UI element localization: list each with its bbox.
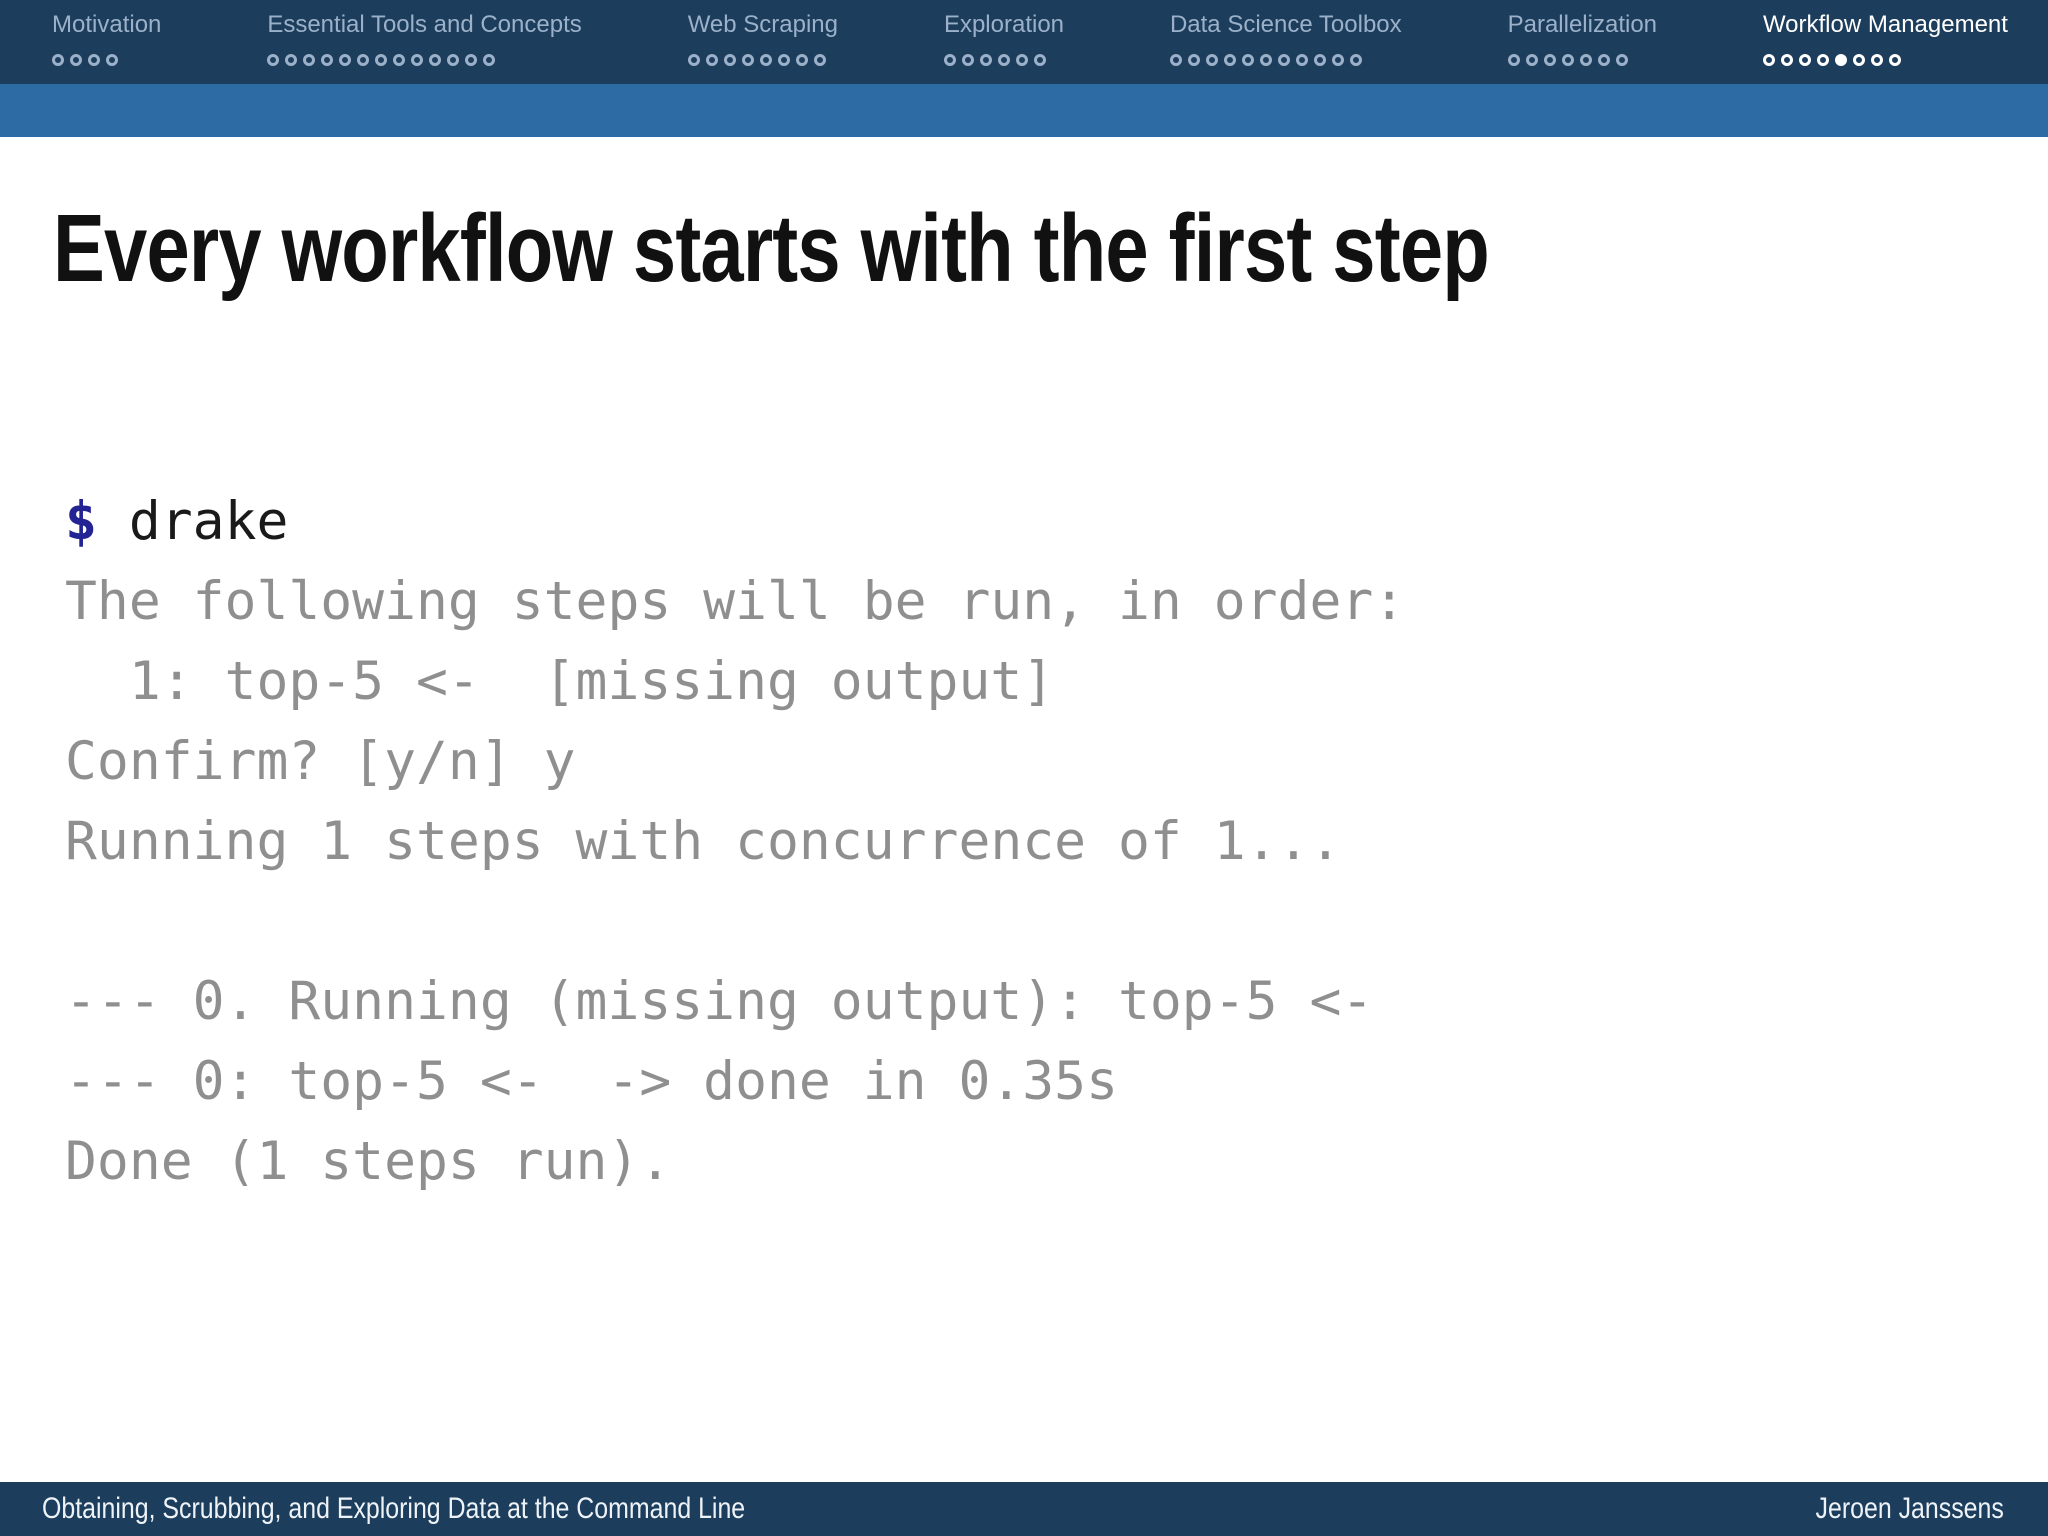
terminal-output-line: --- 0: top-5 <- -> done in 0.35s (65, 1051, 1118, 1112)
slide-dot[interactable] (1888, 54, 1901, 66)
slide-dot[interactable] (1295, 54, 1308, 66)
slide-dot[interactable] (1169, 54, 1182, 66)
terminal-output-line: Done (1 steps run). (65, 1131, 672, 1192)
nav-section-workflow-management[interactable]: Workflow Management (1762, 11, 2008, 84)
nav-section-label[interactable]: Web Scraping (687, 11, 838, 38)
nav-section-label[interactable]: Motivation (52, 11, 162, 38)
slide-dot[interactable] (1798, 54, 1811, 66)
slide-progress-dots (1169, 54, 1362, 66)
slide-dot[interactable] (979, 54, 992, 66)
slide-dot[interactable] (375, 54, 388, 66)
slide-dot[interactable] (411, 54, 424, 66)
terminal-output-line: 1: top-5 <- [missing output] (65, 651, 1055, 712)
prompt-space (97, 491, 129, 552)
slide-dot[interactable] (1579, 54, 1592, 66)
command-text: drake (128, 491, 289, 552)
slide-dot[interactable] (357, 54, 370, 66)
nav-section-label[interactable]: Data Science Toolbox (1169, 11, 1402, 38)
nav-section-exploration[interactable]: Exploration (943, 11, 1065, 84)
nav-section-label[interactable]: Parallelization (1507, 11, 1658, 38)
slide-dot[interactable] (1331, 54, 1344, 66)
slide-dot[interactable] (741, 54, 754, 66)
terminal-output-line: --- 0. Running (missing output): top-5 <… (65, 971, 1374, 1032)
nav-section-label[interactable]: Workflow Management (1762, 11, 2008, 38)
terminal-command-line: $ drake (65, 482, 1405, 562)
top-nav: Motivation Essential Tools and Concepts We… (0, 0, 2048, 84)
slide-dot[interactable] (1015, 54, 1028, 66)
slide-dot[interactable] (1187, 54, 1200, 66)
nav-section-motivation[interactable]: Motivation (52, 12, 161, 84)
slide-dot[interactable] (303, 54, 316, 66)
slide-dot[interactable] (1597, 54, 1610, 66)
slide-dot[interactable] (70, 54, 82, 66)
slide-dot[interactable] (88, 54, 100, 66)
nav-section-parallelization[interactable]: Parallelization (1507, 11, 1658, 84)
slide-dot[interactable] (447, 54, 460, 66)
slide-dot[interactable] (285, 54, 298, 66)
slide-dot[interactable] (1561, 54, 1574, 66)
slide-progress-dots (52, 54, 118, 66)
slide-dot[interactable] (777, 54, 790, 66)
slide-dot[interactable] (267, 54, 280, 66)
slide-dot[interactable] (429, 54, 442, 66)
slide-dot[interactable] (1615, 54, 1628, 66)
nav-section-web-scraping[interactable]: Web Scraping (687, 11, 838, 84)
slide-dot[interactable] (52, 54, 64, 66)
slide-dot[interactable] (687, 54, 700, 66)
slide-dot[interactable] (1870, 54, 1883, 66)
slide-dot[interactable] (997, 54, 1010, 66)
slide-progress-dots (1762, 54, 1901, 66)
slide-dot[interactable] (1525, 54, 1538, 66)
slide-dot[interactable] (813, 54, 826, 66)
footer-presentation-title: Obtaining, Scrubbing, and Exploring Data… (42, 1492, 746, 1525)
nav-section-label[interactable]: Essential Tools and Concepts (267, 11, 582, 38)
slide-dot[interactable] (1543, 54, 1556, 66)
slide-dot[interactable] (1852, 54, 1865, 66)
slide-dot[interactable] (465, 54, 478, 66)
current-slide-dot[interactable] (1834, 54, 1847, 66)
terminal-output-line: Running 1 steps with concurrence of 1... (65, 811, 1342, 872)
slide-progress-dots (687, 54, 826, 66)
terminal-output-line (65, 882, 1405, 962)
nav-section-essential-tools-and-concepts[interactable]: Essential Tools and Concepts (267, 11, 582, 84)
slide-dot[interactable] (1507, 54, 1520, 66)
slide-dot[interactable] (1349, 54, 1362, 66)
slide-dot[interactable] (393, 54, 406, 66)
footer-bar: Obtaining, Scrubbing, and Exploring Data… (0, 1482, 2048, 1536)
slide-dot[interactable] (1259, 54, 1272, 66)
slide-dot[interactable] (705, 54, 718, 66)
slide-progress-dots (267, 54, 496, 66)
nav-section-label[interactable]: Exploration (943, 11, 1065, 38)
slide-dot[interactable] (961, 54, 974, 66)
slide-dot[interactable] (1241, 54, 1254, 66)
footer-author: Jeroen Janssens (1815, 1492, 2004, 1525)
terminal-output-line: The following steps will be run, in orde… (65, 571, 1406, 632)
slide-progress-dots (1507, 54, 1628, 66)
slide-progress-dots (943, 54, 1046, 66)
slide-dot[interactable] (1205, 54, 1218, 66)
slide-dot[interactable] (321, 54, 334, 66)
slide-dot[interactable] (943, 54, 956, 66)
slide-dot[interactable] (339, 54, 352, 66)
slide-dot[interactable] (759, 54, 772, 66)
slide-dot[interactable] (1780, 54, 1793, 66)
page-title: Every workflow starts with the first ste… (53, 195, 1490, 302)
slide-dot[interactable] (1816, 54, 1829, 66)
slide-dot[interactable] (723, 54, 736, 66)
slide-dot[interactable] (1762, 54, 1775, 66)
nav-section-data-science-toolbox[interactable]: Data Science Toolbox (1169, 11, 1402, 84)
section-divider-band (0, 84, 2048, 137)
slide-dot[interactable] (483, 54, 496, 66)
terminal-output-line: Confirm? [y/n] y (65, 731, 576, 792)
slide-dot[interactable] (1033, 54, 1046, 66)
slide-dot[interactable] (1277, 54, 1290, 66)
slide-dot[interactable] (1313, 54, 1326, 66)
slide-dot[interactable] (106, 54, 118, 66)
slide-dot[interactable] (795, 54, 808, 66)
slide-dot[interactable] (1223, 54, 1236, 66)
shell-prompt: $ (65, 491, 97, 552)
